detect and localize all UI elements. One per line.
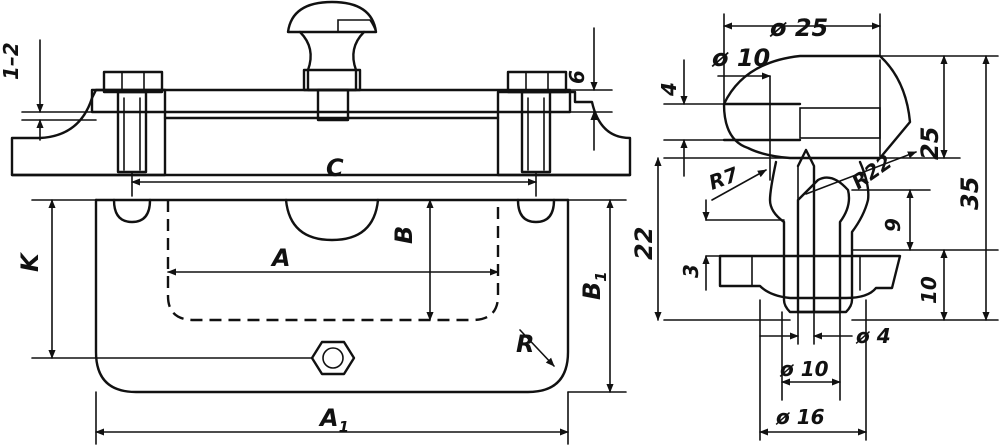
dim-h35-label: 35 (956, 177, 984, 210)
right-bolt (506, 70, 568, 174)
dim-h10-label: 10 (917, 276, 941, 304)
dim-h22-label: 22 (630, 227, 658, 260)
dim-a1-label: A1 (318, 404, 349, 436)
dim-d4-label: ø 4 (855, 324, 891, 348)
knob-stem (768, 148, 870, 314)
knob-collar (718, 254, 902, 300)
dim-h3-label: 3 (679, 264, 703, 278)
dim-b1-subscript: 1 (592, 271, 610, 281)
knurled-grip (799, 107, 881, 139)
dim-h25-label: 25 (916, 127, 944, 160)
dim-d25-label: ø 25 (769, 14, 828, 42)
knob-view: ø 25 ø 10 4 25 35 R7 R22 22 9 3 10 (630, 13, 999, 441)
dim-top-thickness-label: 6 (565, 70, 589, 84)
dim-r7-label: R7 (706, 162, 742, 195)
base-section (10, 88, 632, 177)
dim-d10-bottom-label: ø 10 (779, 357, 829, 381)
hex-nut (310, 340, 356, 376)
left-bolt (102, 70, 164, 174)
dim-c-label: C (326, 154, 344, 182)
plate-outline (94, 198, 570, 394)
dim-a-label: A (270, 244, 291, 272)
center-knob (286, 0, 378, 122)
front-view: 1–2 6 C A B K (0, 0, 632, 445)
dim-b1-label: B1 (578, 271, 610, 300)
dim-h4-label: 4 (657, 82, 681, 97)
dim-k-label: K (16, 251, 44, 272)
dim-a1-subscript: 1 (339, 418, 349, 436)
dim-b-label: B (390, 226, 418, 244)
front-dimensions: 1–2 6 C A B K (0, 27, 627, 445)
dim-d16-label: ø 16 (775, 405, 825, 429)
dim-gap-label: 1–2 (0, 42, 23, 80)
knob-extension-lines (663, 13, 999, 441)
dim-h9-label: 9 (881, 218, 905, 232)
knob-head (722, 54, 912, 160)
dim-d10-top-label: ø 10 (711, 44, 770, 72)
knob-dimensions: ø 25 ø 10 4 25 35 R7 R22 22 9 3 10 (630, 14, 990, 436)
dim-r22-label: R22 (847, 150, 896, 194)
dim-r-label: R (516, 330, 534, 358)
